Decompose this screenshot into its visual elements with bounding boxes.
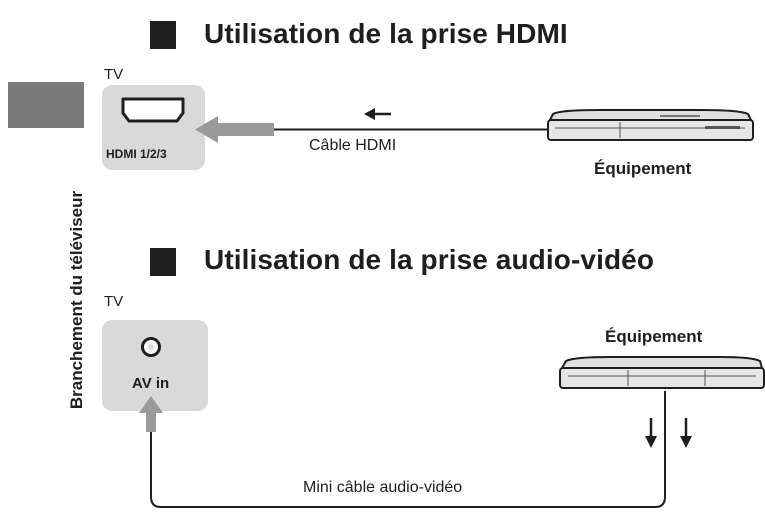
hdmi-direction-arrow — [364, 108, 391, 120]
av-section-bullet — [150, 248, 176, 276]
hdmi-equipment-label: Équipement — [594, 159, 692, 178]
av-tv-panel — [102, 320, 208, 411]
av-direction-arrows — [645, 418, 692, 448]
hdmi-equipment-device-icon — [547, 109, 754, 141]
av-jack-icon — [141, 337, 161, 357]
av-equipment-device-icon — [559, 356, 765, 389]
hdmi-port-icon — [121, 97, 185, 123]
av-cable-label: Mini câble audio-vidéo — [303, 479, 463, 496]
av-cable — [150, 391, 666, 508]
av-equipment-label: Équipement — [605, 327, 703, 346]
side-tab-marker — [8, 82, 84, 128]
hdmi-section-title: Utilisation de la prise HDMI — [204, 18, 568, 49]
av-section-title: Utilisation de la prise audio-vidéo — [204, 244, 655, 275]
hdmi-input-arrow — [195, 116, 274, 143]
hdmi-section-bullet — [150, 21, 176, 49]
av-tv-label: TV — [104, 293, 124, 310]
av-port-label: AV in — [132, 375, 170, 392]
hdmi-port-label: HDMI 1/2/3 — [106, 147, 167, 161]
hdmi-cable-label: Câble HDMI — [309, 137, 397, 154]
av-input-arrow — [139, 396, 163, 432]
hdmi-tv-label: TV — [104, 66, 124, 83]
